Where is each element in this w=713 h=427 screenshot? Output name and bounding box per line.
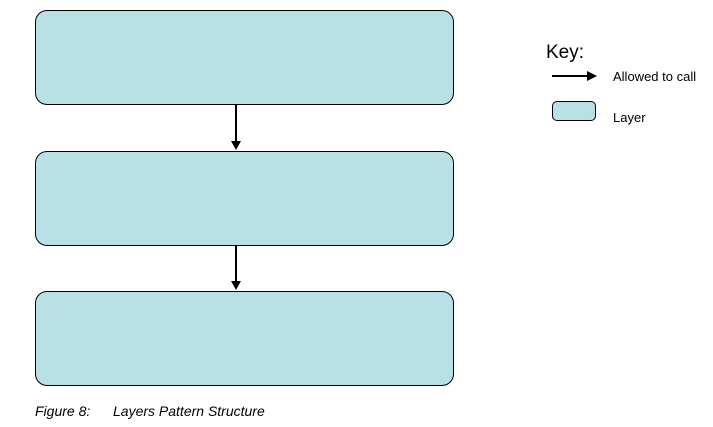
key-title: Key:	[546, 42, 585, 63]
key-layer-label: Layer	[613, 110, 646, 125]
call-arrow-middle-to-bottom	[231, 246, 241, 290]
call-arrow-top-to-middle	[231, 105, 241, 150]
key-arrow-icon	[552, 71, 597, 81]
layer-box-top	[35, 10, 454, 105]
figure-number: Figure 8:	[35, 403, 91, 419]
key-arrow-label: Allowed to call	[613, 69, 697, 84]
layer-box-bottom	[35, 291, 454, 386]
figure-caption: Figure 8: Layers Pattern Structure	[35, 403, 265, 420]
figure-title: Layers Pattern Structure	[113, 403, 265, 419]
layer-box-middle	[35, 151, 454, 246]
key-layer-swatch	[552, 101, 596, 121]
